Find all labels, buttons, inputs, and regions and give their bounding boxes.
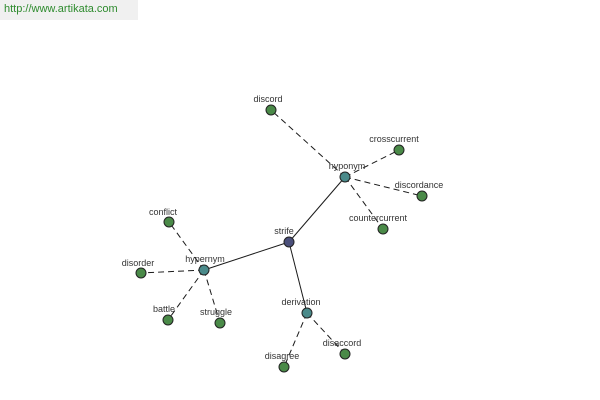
edge-hypernym-battle	[167, 269, 205, 321]
url-banner: http://www.artikata.com	[0, 0, 138, 20]
node-label-struggle: struggle	[200, 307, 232, 317]
node-label-battle: battle	[153, 304, 175, 314]
node-crosscurrent[interactable]	[393, 144, 405, 156]
labels-layer: strife hyponym hypernym derivation discord cr…	[122, 94, 444, 361]
node-discordance[interactable]	[416, 190, 428, 202]
edge-strife-hypernym	[203, 241, 290, 271]
node-disagree[interactable]	[278, 361, 290, 373]
node-hyponym[interactable]	[339, 171, 351, 183]
node-label-countercurrent: countercurrent	[349, 213, 408, 223]
node-label-hyponym: hyponym	[329, 161, 366, 171]
nodes-layer	[135, 104, 428, 373]
node-label-conflict: conflict	[149, 207, 178, 217]
node-label-disagree: disagree	[265, 351, 300, 361]
node-derivation[interactable]	[301, 307, 313, 319]
edge-hyponym-countercurrent	[344, 176, 384, 230]
edge-hypernym-disorder	[140, 269, 205, 274]
node-disaccord[interactable]	[339, 348, 351, 360]
edge-hyponym-discord	[270, 109, 346, 178]
node-label-crosscurrent: crosscurrent	[369, 134, 419, 144]
edge-hyponym-crosscurrent	[344, 149, 400, 178]
node-label-derivation: derivation	[281, 297, 320, 307]
node-struggle[interactable]	[214, 317, 226, 329]
node-label-discord: discord	[253, 94, 282, 104]
node-hypernym[interactable]	[198, 264, 210, 276]
edge-strife-derivation	[288, 241, 308, 314]
node-countercurrent[interactable]	[377, 223, 389, 235]
node-disorder[interactable]	[135, 267, 147, 279]
node-discord[interactable]	[265, 104, 277, 116]
node-label-hypernym: hypernym	[185, 254, 225, 264]
node-label-disorder: disorder	[122, 258, 155, 268]
edges-layer	[140, 109, 423, 368]
node-battle[interactable]	[162, 314, 174, 326]
node-conflict[interactable]	[163, 216, 175, 228]
node-label-discordance: discordance	[395, 180, 444, 190]
edge-hyponym-discordance	[344, 176, 423, 197]
edge-strife-hyponym	[288, 176, 346, 243]
site-url[interactable]: http://www.artikata.com	[4, 3, 118, 15]
node-strife[interactable]	[283, 236, 295, 248]
node-label-disaccord: disaccord	[323, 338, 362, 348]
node-label-strife: strife	[274, 226, 294, 236]
